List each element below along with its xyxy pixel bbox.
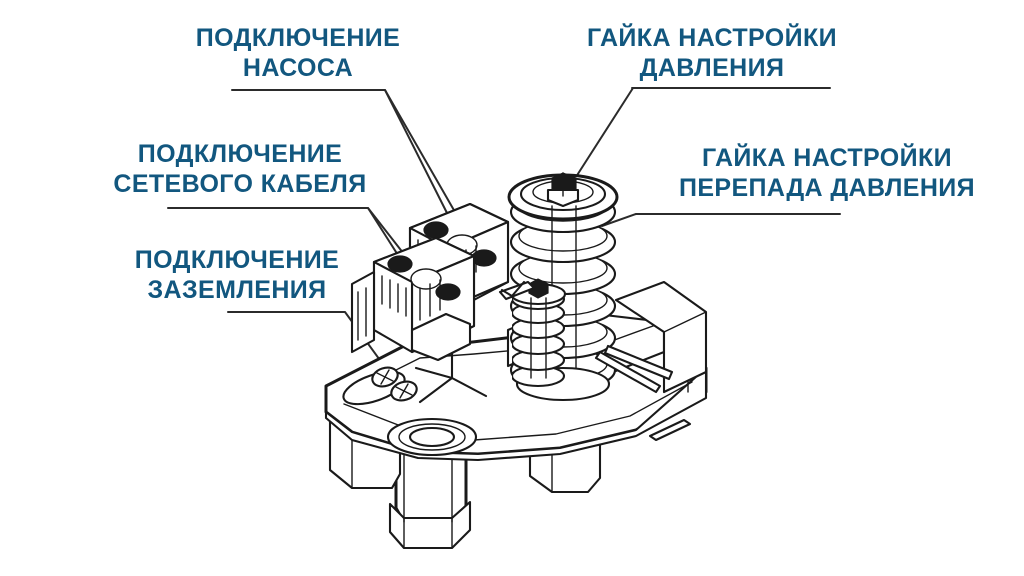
tb-front-hole [410, 268, 442, 290]
tb-front-screw-1[interactable] [387, 255, 413, 273]
ground-screw-1-slot [376, 369, 394, 385]
flange-wall-left [324, 366, 708, 462]
lever-arm-right-2 [603, 344, 674, 381]
callout-mains-cable-connection: ПОДКЛЮЧЕНИЕ СЕТЕВОГО КАБЕЛЯ [113, 140, 367, 198]
rear-wall-edge [663, 311, 707, 333]
center-rib [414, 342, 488, 404]
small-spring-post [530, 297, 547, 379]
mount-boss-hole [408, 426, 456, 448]
leader-diff-nut [601, 213, 841, 227]
callout-differential-pressure-nut: ГАЙКА НАСТРОЙКИ ПЕРЕПАДА ДАВЛЕНИЯ [678, 144, 976, 202]
callout-ground-connection: ПОДКЛЮЧЕНИЕ ЗАЗЕМЛЕНИЯ [134, 246, 340, 304]
callout-pressure-adjust-nut: ГАЙКА НАСТРОЙКИ ДАВЛЕНИЯ [586, 24, 838, 82]
tb-front-screw-2[interactable] [435, 283, 461, 301]
inlet-port-hex-edge [403, 517, 453, 549]
tb-front-skirt [410, 312, 472, 362]
adjust-nut[interactable] [546, 172, 580, 208]
tb-rear-screw-1[interactable] [423, 221, 449, 239]
left-bracket-lines [357, 287, 367, 341]
small-spring-assembly [509, 278, 567, 388]
ground-screw-2-slot [395, 383, 413, 399]
inlet-port-hex [388, 500, 472, 550]
small-spring-nut[interactable] [528, 278, 549, 299]
leader-pressure-nut-main [573, 87, 831, 181]
terminal-block-front[interactable] [372, 236, 476, 362]
callout-pump-connection: ПОДКЛЮЧЕНИЕ НАСОСА [195, 24, 401, 82]
tb-front-rib-2 [419, 279, 441, 321]
adjust-nut-collar [546, 188, 580, 208]
flange-recess2 [343, 381, 693, 441]
tb-front-rib-1 [381, 275, 407, 317]
leader-ground [227, 311, 391, 375]
lever-arm-right [594, 350, 662, 394]
leader-pump-2 [384, 89, 448, 214]
ground-screws [371, 366, 418, 402]
flange-tab [648, 418, 692, 442]
linkage-lever [500, 280, 526, 298]
leader-lines [167, 87, 841, 375]
